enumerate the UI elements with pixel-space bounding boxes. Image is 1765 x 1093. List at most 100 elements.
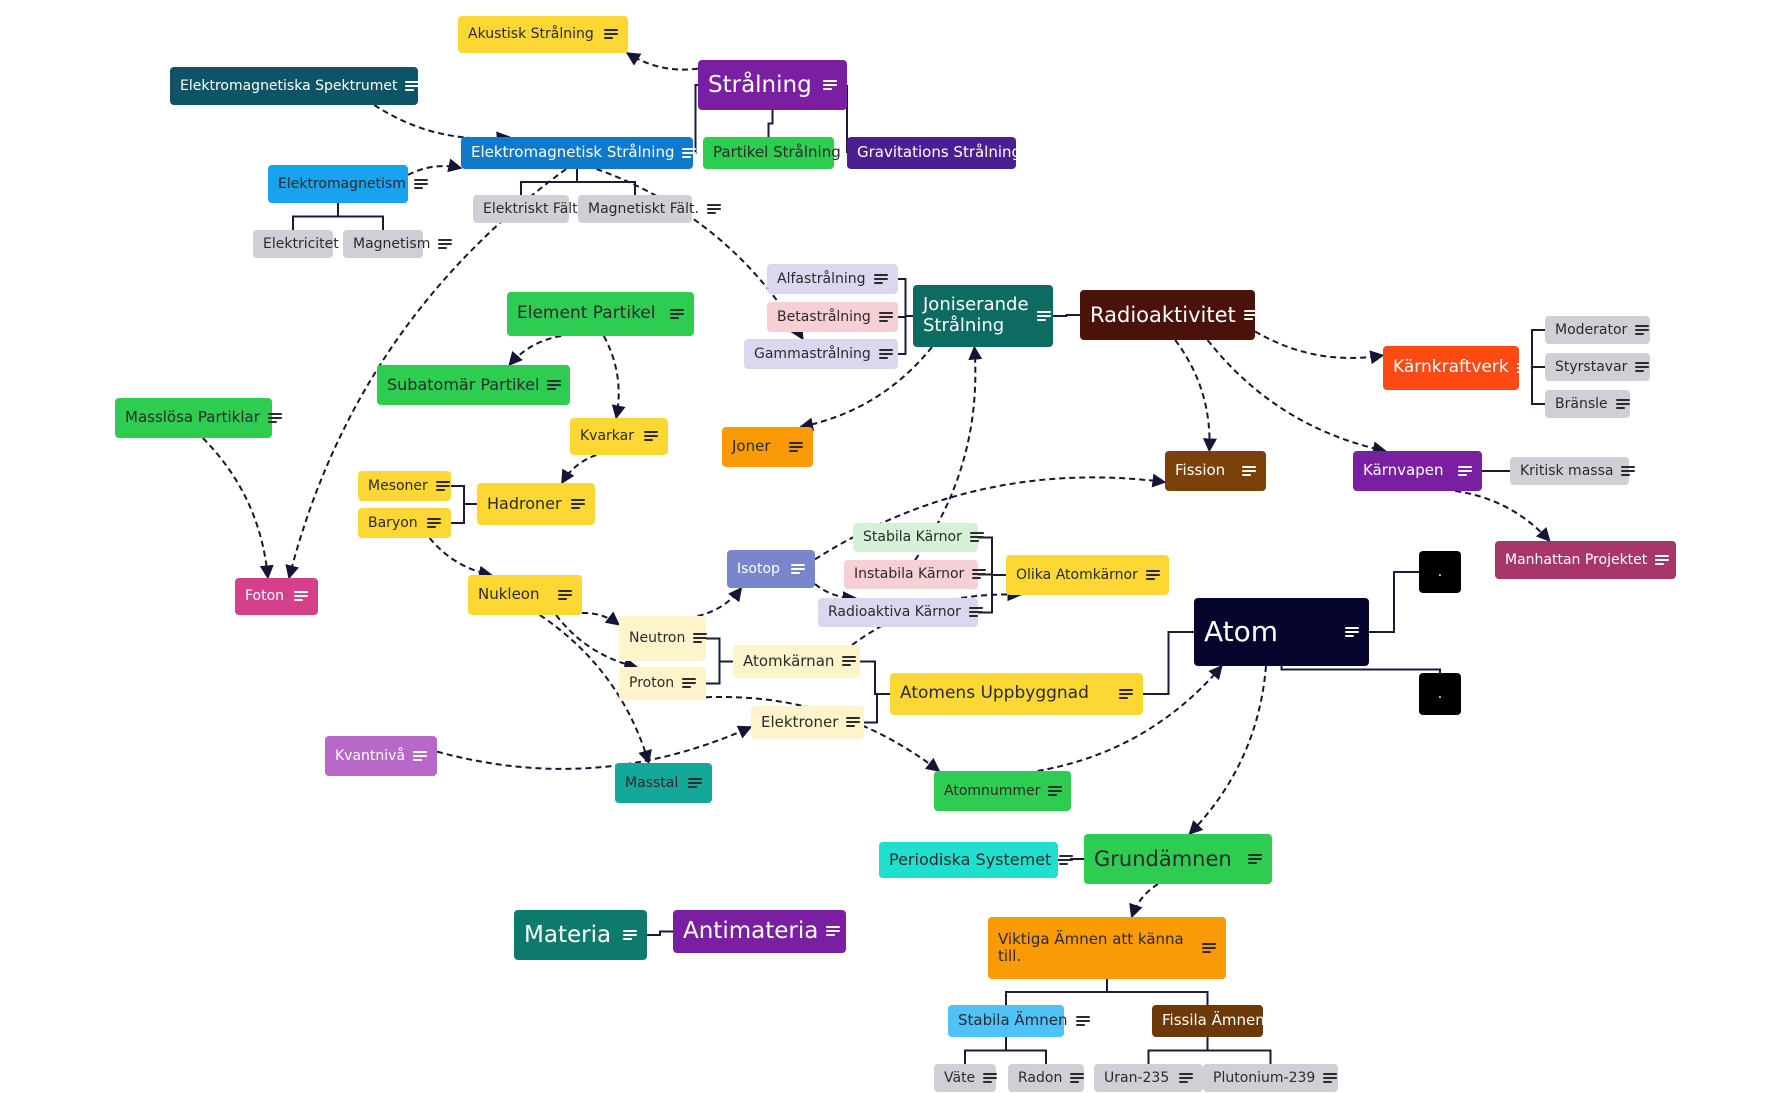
node-label: Nukleon — [478, 585, 540, 604]
node-label: Grundämnen — [1094, 846, 1232, 871]
tree-link — [706, 660, 733, 685]
tree-link — [292, 203, 339, 230]
relation-link — [1129, 883, 1159, 919]
notes-icon — [1242, 465, 1256, 477]
node-masstal[interactable]: Masstal — [615, 763, 712, 803]
node-olika-atomkarnor[interactable]: Olika Atomkärnor — [1006, 555, 1169, 595]
node-gravitation[interactable]: Gravitations Strålning — [847, 137, 1044, 169]
node-stralning[interactable]: Strålning — [698, 60, 847, 110]
node-beta[interactable]: Betastrålning — [767, 302, 898, 332]
node-elektriskt-falt[interactable]: Elektriskt Fält — [473, 195, 600, 223]
node-atom[interactable]: Atom — [1194, 598, 1369, 666]
node-neutron[interactable]: Neutron — [619, 616, 708, 661]
node-atomnummer[interactable]: Atomnummer — [934, 771, 1071, 811]
tree-link — [898, 278, 913, 317]
node-karnvapen[interactable]: Kärnvapen — [1353, 451, 1482, 491]
notes-icon — [823, 79, 837, 91]
node-radioaktivitet[interactable]: Radioaktivitet — [1080, 290, 1258, 340]
tree-link — [1147, 1037, 1209, 1064]
node-stabila-amnen[interactable]: Stabila Ämnen — [948, 1005, 1090, 1037]
node-subatomar[interactable]: Subatomär Partikel — [377, 365, 570, 405]
node-dot2[interactable]: . — [1419, 673, 1461, 715]
node-moderator[interactable]: Moderator — [1545, 316, 1650, 344]
node-label: Betastrålning — [777, 308, 871, 325]
node-antimateria[interactable]: Antimateria — [673, 910, 846, 953]
node-masslosa[interactable]: Masslösa Partiklar — [115, 398, 282, 438]
node-magnetism[interactable]: Magnetism — [343, 230, 453, 258]
node-radioaktiva-karnor[interactable]: Radioaktiva Kärnor — [818, 598, 983, 627]
node-em-stralning[interactable]: Elektromagnetisk Strålning — [461, 137, 697, 169]
node-plutonium[interactable]: Plutonium-239 — [1203, 1064, 1338, 1092]
node-dot1[interactable]: . — [1419, 551, 1461, 593]
node-elektromagnetism[interactable]: Elektromagnetism — [268, 165, 428, 203]
node-partikel-str[interactable]: Partikel Strålning — [703, 137, 863, 169]
node-instabila-karnor[interactable]: Instabila Kärnor — [844, 560, 987, 589]
node-label: Kärnkraftverk — [1393, 357, 1509, 378]
notes-icon — [1059, 854, 1074, 866]
notes-icon — [1036, 310, 1051, 322]
node-bransle[interactable]: Bränsle — [1545, 390, 1630, 418]
tree-link — [1005, 1037, 1047, 1064]
node-kritisk-massa[interactable]: Kritisk massa — [1510, 457, 1636, 485]
tree-link — [1005, 979, 1108, 1005]
notes-icon — [1119, 688, 1133, 700]
notes-icon — [693, 633, 708, 644]
node-element-partikel[interactable]: Element Partikel — [507, 292, 694, 336]
notes-icon — [969, 532, 984, 543]
node-atomens-uppbyggnad[interactable]: Atomens Uppbyggnad — [890, 673, 1143, 715]
node-alfa[interactable]: Alfastrålning — [767, 264, 898, 294]
node-label: Atomnummer — [944, 782, 1041, 799]
node-em-spektrum[interactable]: Elektromagnetiska Spektrumet — [170, 67, 420, 105]
node-vate[interactable]: Väte — [934, 1064, 998, 1092]
node-viktiga[interactable]: Viktiga Ämnen att känna till. — [988, 917, 1226, 979]
node-foton[interactable]: Foton — [235, 578, 318, 615]
node-label: Viktiga Ämnen att känna till. — [998, 929, 1184, 965]
relation-link — [625, 52, 699, 71]
node-kvantniva[interactable]: Kvantnivå — [325, 736, 437, 776]
node-karnkraftverk[interactable]: Kärnkraftverk — [1383, 346, 1531, 390]
node-uran[interactable]: Uran-235 — [1094, 1064, 1203, 1092]
node-label: Atom — [1204, 614, 1279, 648]
node-elektroner[interactable]: Elektroner — [751, 706, 864, 739]
node-gamma[interactable]: Gammastrålning — [744, 339, 898, 369]
notes-icon — [623, 929, 637, 941]
node-magnetiskt-falt[interactable]: Magnetiskt Fält. — [578, 195, 721, 223]
tree-link — [647, 930, 673, 936]
tree-link — [898, 315, 913, 355]
node-joniserande[interactable]: Joniserande Strålning — [913, 285, 1053, 347]
node-label: Radon — [1018, 1069, 1063, 1086]
node-nukleon[interactable]: Nukleon — [468, 575, 582, 615]
node-elektricitet[interactable]: Elektricitet — [253, 230, 361, 258]
node-radon[interactable]: Radon — [1008, 1064, 1085, 1092]
node-fissila-amnen[interactable]: Fissila Ämnen — [1152, 1005, 1287, 1037]
notes-icon — [1048, 785, 1063, 797]
node-proton[interactable]: Proton — [619, 667, 706, 700]
node-fission[interactable]: Fission — [1165, 451, 1266, 491]
notes-icon — [1075, 1015, 1090, 1027]
relation-link — [581, 611, 621, 626]
node-label: Strålning — [708, 71, 812, 98]
node-isotop[interactable]: Isotop — [727, 550, 815, 588]
node-periodiska[interactable]: Periodiska Systemet — [879, 842, 1074, 878]
node-joner[interactable]: Joner — [722, 427, 813, 467]
node-label: Uran-235 — [1104, 1069, 1170, 1086]
node-materia[interactable]: Materia — [514, 910, 647, 960]
node-styrstavar[interactable]: Styrstavar — [1545, 353, 1650, 381]
node-atomkarnan[interactable]: Atomkärnan — [733, 645, 860, 678]
tree-link — [1106, 979, 1209, 1005]
node-baryon[interactable]: Baryon — [358, 508, 451, 538]
notes-icon — [435, 480, 450, 492]
node-label: Plutonium-239 — [1213, 1069, 1316, 1086]
notes-icon — [826, 926, 841, 937]
tree-link — [451, 485, 477, 505]
node-manhattan[interactable]: Manhattan Projektet — [1495, 541, 1676, 579]
node-grundamnen[interactable]: Grundämnen — [1084, 834, 1272, 884]
node-mesoner[interactable]: Mesoner — [358, 471, 451, 501]
notes-icon — [1516, 362, 1531, 374]
node-stabila-karnor[interactable]: Stabila Kärnor — [853, 523, 984, 552]
node-hadroner[interactable]: Hadroner — [477, 483, 595, 525]
node-kvarkar[interactable]: Kvarkar — [570, 418, 668, 455]
node-label: . — [1437, 563, 1443, 580]
node-label: Atomens Uppbyggnad — [900, 683, 1089, 704]
node-akustisk[interactable]: Akustisk Strålning — [458, 16, 628, 53]
